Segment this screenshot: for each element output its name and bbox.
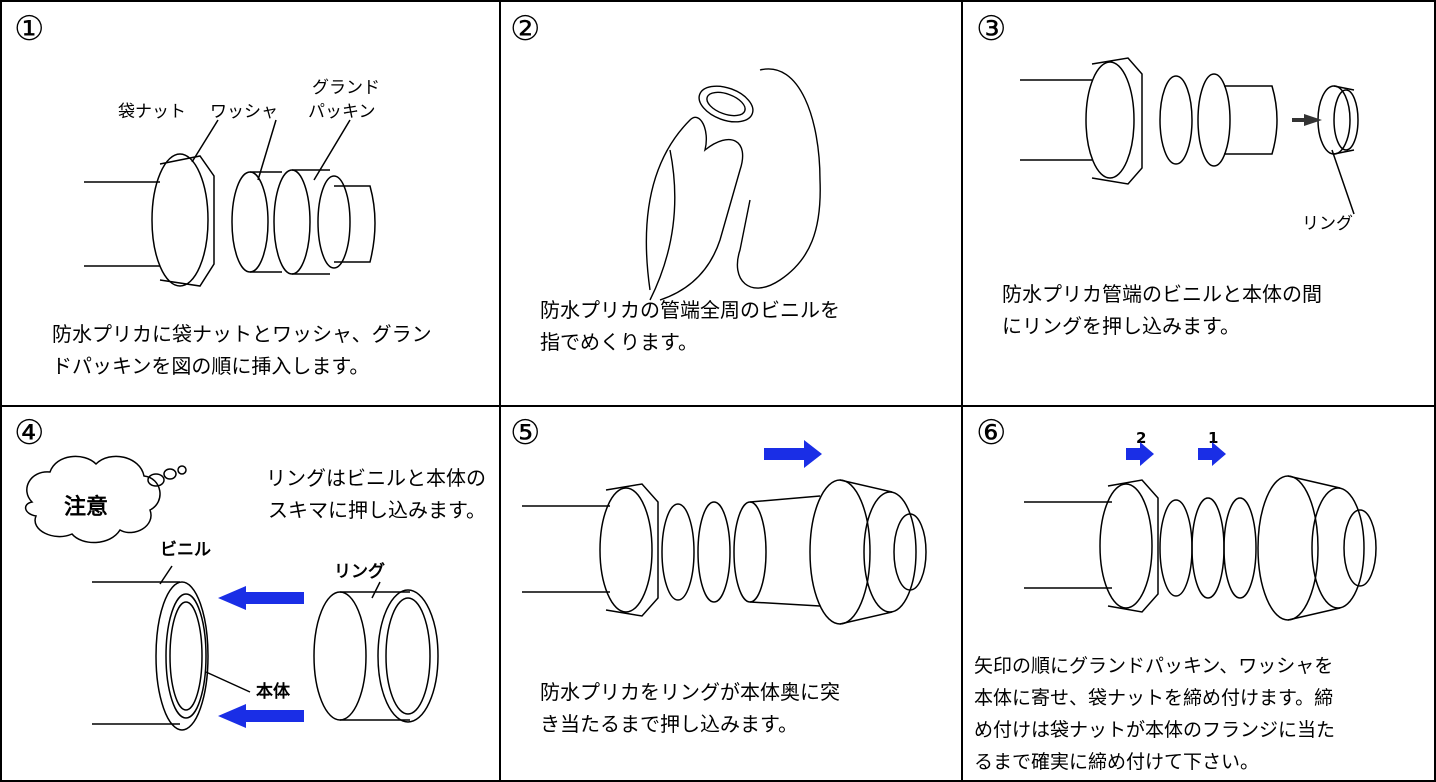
- step-2-number: ②: [510, 9, 541, 49]
- step-1-text: 防水プリカに袋ナットとワッシャ、グラン ドパッキンを図の順に挿入します。: [52, 322, 432, 378]
- gland-label-2: パッキン: [308, 102, 376, 122]
- step-5-text: 防水プリカをリングが本体奥に突 き当たるまで押し込みます。: [540, 680, 840, 736]
- ring-label: リング: [1302, 214, 1353, 234]
- caution-text: リングはビニルと本体の スキマに押し込みます。: [266, 466, 486, 522]
- arrow-2: [1126, 442, 1154, 466]
- step-6-number: ⑥: [976, 413, 1007, 453]
- step-6-illustration: [1024, 442, 1377, 621]
- ring-label-4: リング: [334, 562, 385, 582]
- step-6-text: 矢印の順にグランドパッキン、ワッシャを 本体に寄せ、袋ナットを締め付けます。締 …: [974, 655, 1336, 773]
- gland-label-1: グランド: [312, 78, 380, 98]
- step-3-number: ③: [976, 9, 1007, 49]
- arrow-1-label: 1: [1208, 429, 1219, 447]
- step-2-hands-illustration: [645, 68, 821, 301]
- nut-label: 袋ナット: [118, 102, 186, 122]
- vinyl-label: ビニル: [160, 540, 211, 560]
- step-5-number: ⑤: [510, 413, 541, 453]
- arrow-2-label: 2: [1136, 429, 1147, 447]
- step-2-panel: ② 防水プリカの管端全周のビニルを 指でめくります。: [500, 0, 962, 406]
- step-1-number: ①: [14, 9, 45, 49]
- body-label: 本体: [256, 682, 290, 702]
- step-5-panel: ⑤ 防水プリカをリングが本体奥に突 き当たるまで押し込みます。: [500, 406, 962, 782]
- step-6-panel: ⑥ 2 1 矢印の順にグランドパッキン、ワッシャを 本体に寄せ、袋ナットを締め付…: [962, 406, 1436, 782]
- step-4-number: ④: [14, 413, 45, 453]
- step-4-illustration: [24, 455, 439, 731]
- step-1-panel: ① 袋ナット ワッシャ グランド パッキン 防水プリカに袋ナットとワッシャ、グ: [0, 0, 500, 406]
- arrow-upper: [218, 586, 304, 610]
- step-3-illustration: [1020, 57, 1359, 215]
- step-3-text: 防水プリカ管端のビニルと本体の間 にリングを押し込みます。: [1002, 282, 1322, 338]
- arrow-1: [1198, 442, 1226, 466]
- step-4-panel: ④ 注意 リングはビニルと本体の スキ: [0, 406, 500, 782]
- push-arrow: [764, 440, 822, 468]
- step-1-illustration: [84, 119, 376, 287]
- caution-cloud-shape: [24, 455, 161, 544]
- step-3-panel: ③ リング 防水プリカ管端のビニルと本体の間 にリングを押し込みます。: [962, 0, 1436, 406]
- step-2-text: 防水プリカの管端全周のビニルを 指でめくります。: [540, 298, 840, 354]
- step-5-illustration: [522, 440, 927, 625]
- arrow-lower: [218, 704, 304, 728]
- washer-label: ワッシャ: [210, 102, 278, 122]
- caution-title: 注意: [64, 495, 109, 520]
